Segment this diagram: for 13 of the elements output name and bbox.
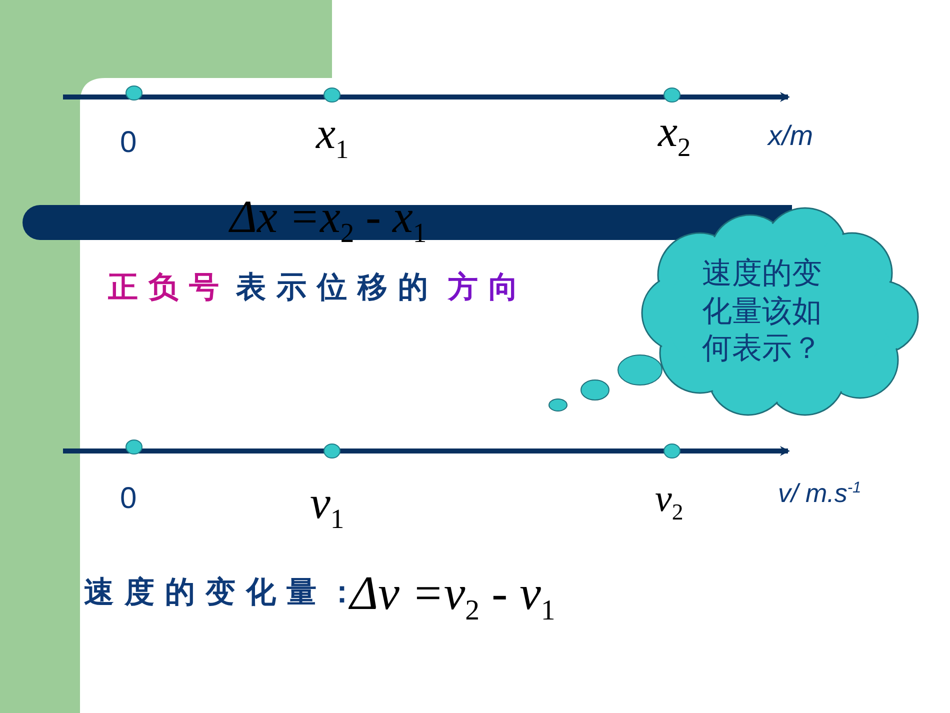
cloud-text: 速度的变化量该如何表示？ [702, 255, 823, 368]
axis-label: x/m [768, 122, 814, 150]
note-text: 表示位移的 [236, 273, 438, 303]
note-text: 方向 [448, 273, 529, 303]
point-label: v$_{2}$ [655, 480, 684, 524]
formula: Δv =v$_{2}$ - v$_{1}$ [350, 570, 556, 626]
point-label: x$_{1}$ [316, 112, 349, 162]
axis-tick-label: 0 [120, 128, 137, 158]
note-text: 正负号 [108, 273, 230, 303]
axis-label: v/ m.s$^{-1}$ [778, 480, 862, 506]
axis-tick-label: 0 [120, 484, 137, 514]
point-label: x$_{2}$ [658, 110, 691, 160]
point-label: v$_{1}$ [310, 480, 344, 533]
